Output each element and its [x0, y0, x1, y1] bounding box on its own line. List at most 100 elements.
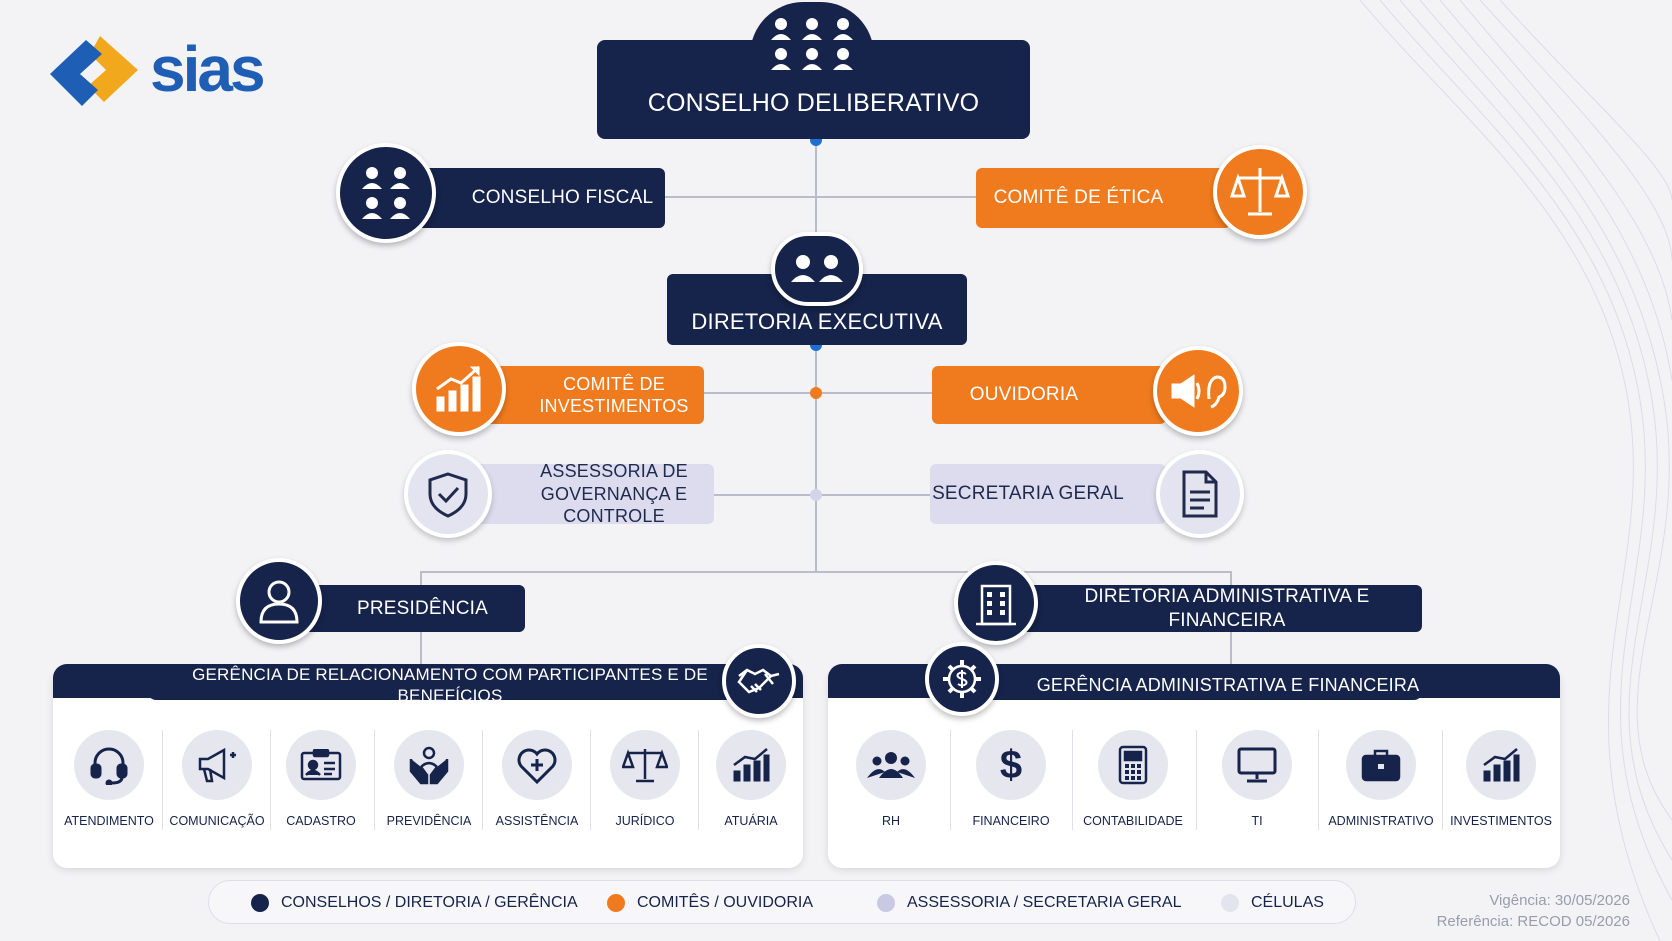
background-waves [1360, 0, 1672, 941]
cell-previdencia[interactable]: PREVIDÊNCIA [374, 730, 484, 828]
vigencia-text: Vigência: 30/05/2026 [1489, 892, 1630, 909]
cell-divider [950, 730, 951, 830]
legend-dot [251, 894, 269, 912]
cell-ti[interactable]: TI [1202, 730, 1312, 828]
legend-item-comites: COMITÊS / OUVIDORIA [607, 894, 813, 912]
group-icon [856, 730, 926, 800]
cell-label: ASSISTÊNCIA [495, 814, 579, 828]
cell-divider [374, 730, 375, 830]
gerencia-relacionamento-title[interactable]: GERÊNCIA DE RELACIONAMENTO COM PARTICIPA… [148, 665, 778, 705]
legend-label: CONSELHOS / DIRETORIA / GERÊNCIA [281, 894, 578, 911]
diretoria-executiva-label: DIRETORIA EXECUTIVA [691, 308, 943, 334]
connector-dot-orange [810, 387, 822, 399]
cell-label: COMUNICAÇÃO [169, 814, 265, 828]
heart-plus-icon [502, 730, 572, 800]
assessoria-label-2: GOVERNANÇA E CONTROLE [540, 483, 688, 527]
conselho-deliberativo-label: CONSELHO DELIBERATIVO [647, 88, 980, 117]
referencia-text: Referência: RECOD 05/2026 [1436, 913, 1630, 930]
assessoria-label-1: ASSESSORIA DE [540, 461, 688, 482]
cell-juridico[interactable]: JURÍDICO [590, 730, 700, 828]
cell-label: TI [1251, 814, 1263, 828]
connector-fiscal-etica [660, 196, 980, 198]
legend: CONSELHOS / DIRETORIA / GERÊNCIA COMITÊS… [208, 880, 1356, 924]
cell-divider [1442, 730, 1443, 830]
cell-assistencia[interactable]: ASSISTÊNCIA [482, 730, 592, 828]
cell-rh[interactable]: RH [836, 730, 946, 828]
handshake-icon [722, 644, 796, 718]
diretoria-administrativa-box[interactable]: DIRETORIA ADMINISTRATIVA E FINANCEIRA [1010, 585, 1422, 632]
legend-item-celulas: CÉLULAS [1221, 894, 1324, 912]
assessoria-governanca-box[interactable]: ASSESSORIA DE GOVERNANÇA E CONTROLE [458, 461, 714, 526]
legend-item-conselhos: CONSELHOS / DIRETORIA / GERÊNCIA [251, 894, 578, 912]
cell-divider [1196, 730, 1197, 830]
cell-atuaria[interactable]: ATUÁRIA [696, 730, 806, 828]
cell-divider [270, 730, 271, 830]
legend-label: COMITÊS / OUVIDORIA [637, 894, 814, 911]
cell-label: FINANCEIRO [972, 814, 1050, 828]
diretoria-administrativa-label: DIRETORIA ADMINISTRATIVA E FINANCEIRA [1084, 585, 1370, 631]
cell-investimentos[interactable]: INVESTIMENTOS [1446, 730, 1556, 828]
people-icon [336, 143, 436, 243]
ouvidoria-box[interactable]: OUVIDORIA [932, 366, 1166, 424]
cell-label: PREVIDÊNCIA [386, 814, 472, 828]
balance-scale-icon [1213, 145, 1307, 239]
hands-person-icon [394, 730, 464, 800]
chart-up-icon [412, 342, 506, 436]
briefcase-icon [1346, 730, 1416, 800]
connector-branch-horizontal [420, 571, 1232, 573]
cell-divider [162, 730, 163, 830]
presidencia-box[interactable]: PRESIDÊNCIA [300, 585, 525, 632]
people-icon [771, 232, 863, 306]
megaphone-ear-icon [1153, 346, 1243, 436]
legend-dot [607, 894, 625, 912]
comite-etica-box[interactable]: COMITÊ DE ÉTICA [976, 168, 1231, 228]
megaphone-icon [182, 730, 252, 800]
cell-divider [590, 730, 591, 830]
monitor-icon [1222, 730, 1292, 800]
legend-label: ASSESSORIA / SECRETARIA GERAL [907, 894, 1182, 911]
connector-dot-lavender [810, 489, 822, 501]
logo-mark-icon [50, 36, 138, 106]
comite-investimentos-box[interactable]: COMITÊ DE INVESTIMENTOS [470, 366, 704, 424]
comite-investimentos-label-2: INVESTIMENTOS [539, 396, 689, 416]
legend-item-assessoria: ASSESSORIA / SECRETARIA GERAL [877, 894, 1181, 912]
calculator-icon [1098, 730, 1168, 800]
shield-check-icon [404, 450, 492, 538]
gerencia-administrativa-label: GERÊNCIA ADMINISTRATIVA E FINANCEIRA [1036, 674, 1420, 695]
legend-dot [877, 894, 895, 912]
cell-label: ATENDIMENTO [64, 814, 154, 828]
cell-comunicacao[interactable]: COMUNICAÇÃO [162, 730, 272, 828]
conselho-fiscal-box[interactable]: CONSELHO FISCAL [410, 168, 665, 228]
cell-label: INVESTIMENTOS [1450, 814, 1552, 828]
comite-investimentos-label-1: COMITÊ DE [563, 373, 665, 394]
cell-cadastro[interactable]: CADASTRO [266, 730, 376, 828]
cell-label: ATUÁRIA [724, 814, 778, 828]
connector-main-vertical [815, 140, 817, 572]
cell-contabilidade[interactable]: CONTABILIDADE [1078, 730, 1188, 828]
person-icon [236, 558, 322, 644]
cell-divider [1072, 730, 1073, 830]
gerencia-administrativa-title[interactable]: GERÊNCIA ADMINISTRATIVA E FINANCEIRA [978, 670, 1422, 700]
cell-atendimento[interactable]: ATENDIMENTO [54, 730, 164, 828]
headset-icon [74, 730, 144, 800]
cell-label: JURÍDICO [615, 814, 675, 828]
id-card-icon [286, 730, 356, 800]
building-icon [954, 561, 1038, 645]
chart-icon [716, 730, 786, 800]
cell-divider [482, 730, 483, 830]
conselho-fiscal-label: CONSELHO FISCAL [471, 187, 654, 209]
dollar-icon: $ [976, 730, 1046, 800]
comite-etica-label: COMITÊ DE ÉTICA [993, 187, 1164, 209]
cell-administrativo[interactable]: ADMINISTRATIVO [1326, 730, 1436, 828]
document-icon [1156, 450, 1244, 538]
presidencia-label: PRESIDÊNCIA [356, 597, 488, 619]
gear-dollar-icon [925, 642, 999, 716]
cell-label: CONTABILIDADE [1083, 814, 1183, 828]
cell-label: ADMINISTRATIVO [1328, 814, 1434, 828]
secretaria-geral-box[interactable]: SECRETARIA GERAL [930, 464, 1166, 524]
cell-label: RH [881, 814, 901, 828]
logo-text: sias [150, 33, 266, 105]
ouvidoria-label: OUVIDORIA [969, 384, 1079, 406]
cell-label: CADASTRO [286, 814, 356, 828]
cell-financeiro[interactable]: $ FINANCEIRO [956, 730, 1066, 828]
